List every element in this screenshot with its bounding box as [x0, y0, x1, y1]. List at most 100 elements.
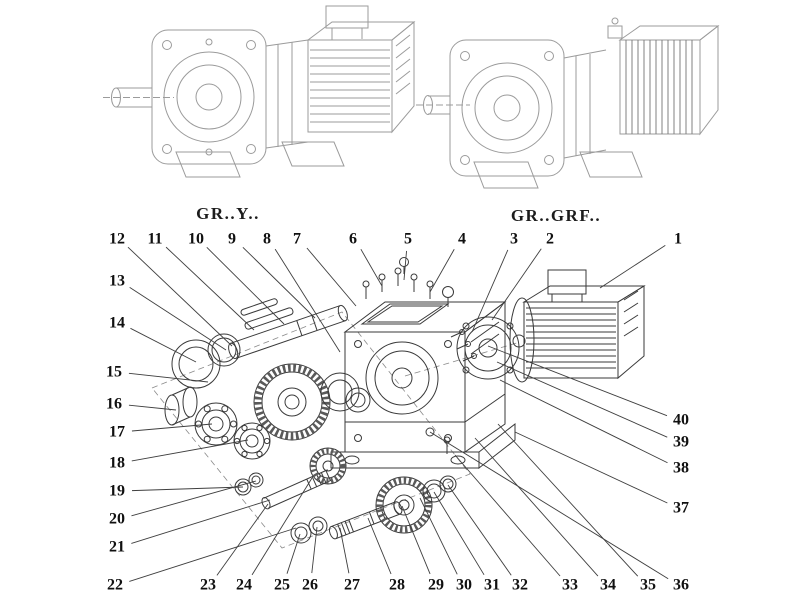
callout-leader-line [131, 480, 257, 517]
callout-20: 20 [109, 480, 257, 528]
shaft-key [244, 307, 294, 330]
callout-leader-line [216, 503, 269, 576]
callout-leader-line [474, 437, 599, 577]
callout-leader-line [129, 287, 227, 351]
callout-leader-line [471, 249, 509, 333]
callout-number: 40 [673, 412, 689, 429]
callout-leader-line [306, 247, 357, 307]
callout-leader-line [274, 248, 341, 353]
callout-15: 15 [106, 364, 209, 383]
callout-leader-line [499, 379, 668, 464]
callout-2: 2 [491, 231, 554, 321]
callout-40: 40 [487, 345, 689, 429]
callout-leader-line [419, 497, 458, 575]
callout-leader-line [206, 247, 285, 325]
callout-25: 25 [274, 533, 301, 594]
callout-leader-line [311, 526, 318, 574]
callout-24: 24 [236, 477, 313, 594]
callout-leader-line [447, 484, 512, 576]
callout-30: 30 [419, 497, 472, 594]
callout-14: 14 [109, 315, 197, 363]
callout-32: 32 [447, 484, 528, 594]
callout-5: 5 [403, 231, 412, 281]
callout-leader-line [433, 491, 485, 576]
callout-number: 25 [274, 577, 290, 594]
callout-number: 5 [404, 231, 412, 248]
callout-leader-line [128, 404, 177, 411]
callout-number: 26 [302, 577, 318, 594]
callout-number: 1 [674, 231, 682, 248]
callout-leader-line [131, 439, 249, 462]
variant-label-gr-y: GR..Y.. [196, 204, 260, 223]
variant-label-gr-grf: GR..GRF.. [511, 206, 601, 225]
gearbox-housing [330, 301, 516, 470]
motor [509, 269, 646, 383]
callout-number: 10 [188, 231, 204, 248]
callout-number: 4 [458, 231, 466, 248]
callout-leader-line [514, 431, 668, 504]
callout-leader-line [286, 533, 301, 574]
callout-number: 34 [600, 577, 616, 594]
callout-number: 14 [109, 315, 125, 332]
callout-leader-line [131, 486, 244, 492]
callout-36: 36 [429, 431, 689, 594]
shaft-key-small [240, 298, 278, 316]
callout-number: 35 [640, 577, 656, 594]
callout-leader-line [403, 250, 407, 281]
callout-18: 18 [109, 439, 249, 472]
gearmotor-assembled-grf-drawing [416, 17, 720, 189]
callout-21: 21 [109, 499, 271, 556]
callout-number: 18 [109, 455, 125, 472]
callout-leader-line [165, 246, 255, 331]
callout-33: 33 [454, 454, 578, 594]
callout-9: 9 [228, 231, 316, 319]
callout-31: 31 [433, 491, 500, 594]
output-shaft-assembly [228, 298, 348, 360]
callout-number: 13 [109, 273, 125, 290]
callout-number: 6 [349, 231, 357, 248]
callout-19: 19 [109, 483, 244, 500]
callout-6: 6 [349, 231, 383, 287]
callout-leader-line [497, 423, 639, 577]
callout-number: 2 [546, 231, 554, 248]
callout-leader-line [130, 327, 197, 363]
callout-number: 36 [673, 577, 689, 594]
callout-number: 7 [293, 231, 301, 248]
callout-1: 1 [599, 231, 682, 289]
callout-leader-line [127, 246, 233, 347]
callout-leader-line [429, 249, 455, 293]
callout-number: 37 [673, 500, 689, 517]
callout-number: 24 [236, 577, 252, 594]
callout-leader-line [131, 499, 271, 544]
callout-13: 13 [109, 273, 227, 351]
callout-leader-line [242, 246, 316, 319]
callout-number: 29 [428, 577, 444, 594]
callout-number: 28 [389, 577, 405, 594]
callout-number: 11 [147, 231, 162, 248]
callout-leader-line [429, 431, 669, 580]
callout-number: 32 [512, 577, 528, 594]
callout-leader-line [487, 345, 668, 417]
callout-8: 8 [263, 231, 341, 353]
callout-number: 30 [456, 577, 472, 594]
callout-23: 23 [200, 503, 269, 594]
second-stage-gear-assembly [290, 475, 457, 544]
callout-leader-line [129, 527, 297, 582]
callout-number: 20 [109, 511, 125, 528]
callout-12: 12 [109, 231, 233, 347]
callout-38: 38 [499, 379, 689, 477]
callout-leader-line [339, 527, 350, 574]
callout-leader-line [367, 517, 392, 575]
callout-39: 39 [496, 361, 689, 451]
callout-number: 16 [106, 396, 122, 413]
intermediate-shaft-assembly [234, 447, 347, 510]
callout-number: 23 [200, 577, 216, 594]
callout-number: 9 [228, 231, 236, 248]
callout-3: 3 [471, 231, 518, 333]
callout-35: 35 [497, 423, 656, 594]
callout-leader-line [454, 454, 561, 577]
callout-27: 27 [339, 527, 360, 594]
